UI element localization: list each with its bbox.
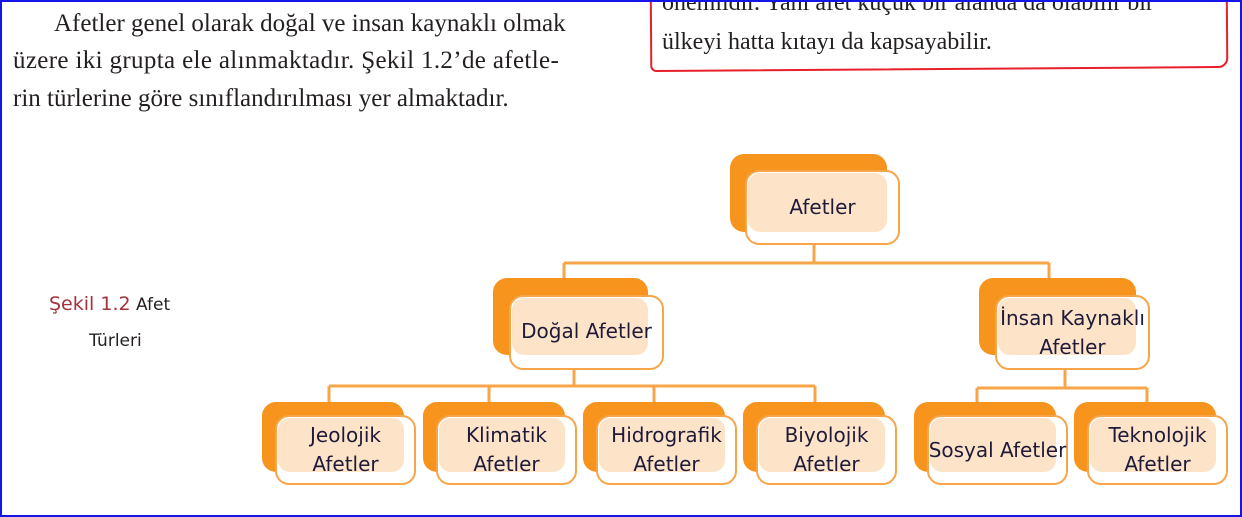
node-label: Hidrografik Afetler <box>611 423 722 476</box>
figure-title-1: Afet <box>135 295 171 315</box>
node-label: Klimatik Afetler <box>466 423 547 476</box>
connector-human <box>975 370 1149 402</box>
node-label: Teknolojik Afetler <box>1108 423 1207 476</box>
node-label: Biyolojik Afetler <box>784 423 869 476</box>
note-line-1: önemlidir. Yani afet küçük bir alanda da… <box>662 0 1154 16</box>
connector-natural <box>327 370 817 402</box>
figure-title-2: Türleri <box>89 331 142 351</box>
node-fill <box>439 418 565 472</box>
node-fill <box>599 418 725 472</box>
paragraph-line-3: rin türlerine göre sınıflandırılması yer… <box>13 85 509 112</box>
node-label: Doğal Afetler <box>521 318 652 343</box>
node-fill <box>759 418 885 472</box>
node-label: Jeolojik Afetler <box>310 423 381 476</box>
node-fill <box>748 173 887 232</box>
node-fill <box>930 418 1056 472</box>
node-label: İnsan Kaynaklı Afetler <box>1000 305 1145 359</box>
node-label: Sosyal Afetler <box>928 437 1067 462</box>
paragraph-line-1: Afetler genel olarak doğal ve insan kayn… <box>54 10 566 37</box>
connector-root <box>562 245 1051 278</box>
node-fill <box>278 418 404 472</box>
node-fill <box>512 298 648 355</box>
figure-number: Şekil 1.2 <box>49 293 131 315</box>
paragraph-line-2: üzere iki grupta ele alınmaktadır. Şekil… <box>13 47 560 74</box>
node-label: Afetler <box>789 195 856 219</box>
node-fill <box>1090 418 1216 472</box>
node-fill <box>998 298 1136 355</box>
note-line-2: ülkeyi hatta kıtayı da kapsayabilir. <box>662 29 992 55</box>
figure-caption: Şekil 1.2 Afet <box>49 293 170 315</box>
